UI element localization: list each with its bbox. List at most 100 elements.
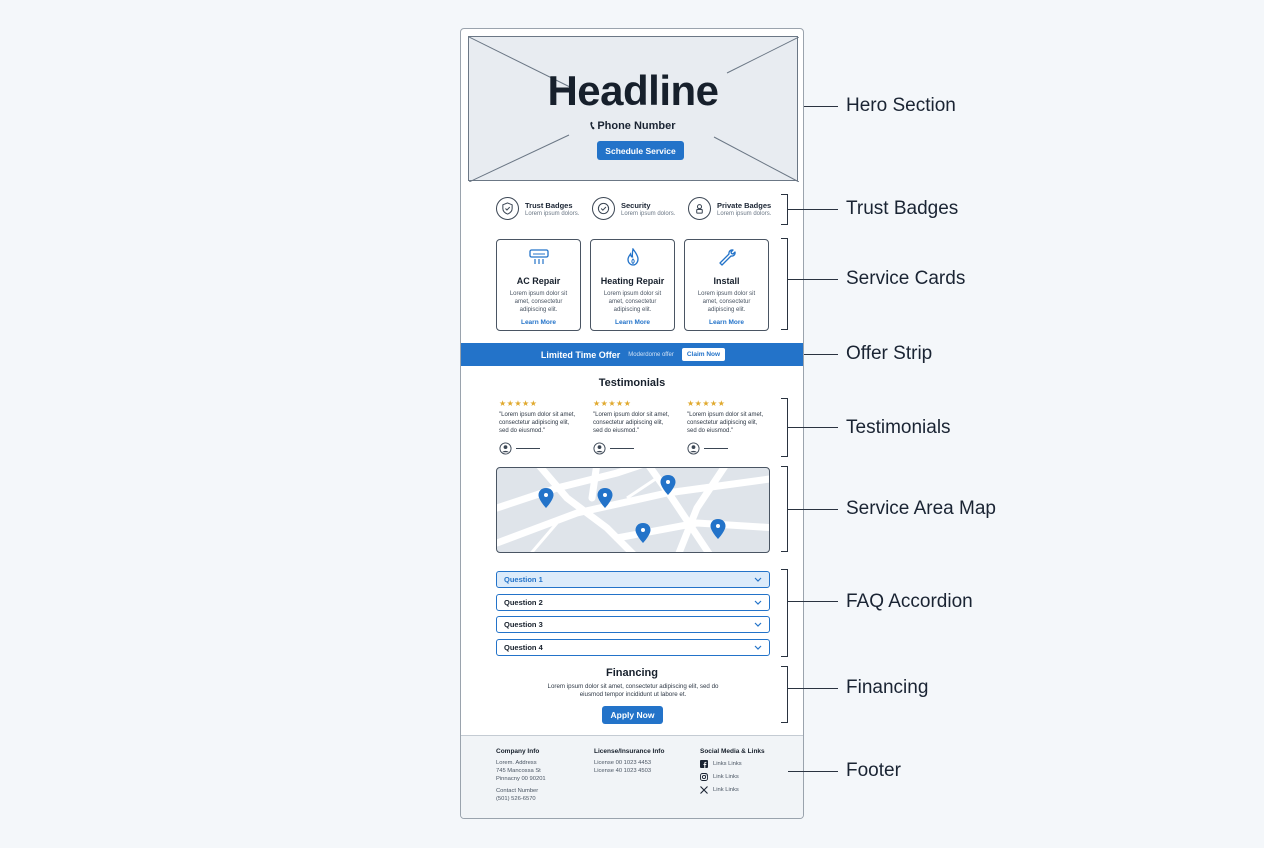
testimonial-author: [499, 442, 579, 455]
trust-badge: Trust Badges Lorem ipsum dolors.: [496, 197, 579, 220]
faq-label: Question 4: [504, 643, 543, 652]
annotation-financing: Financing: [846, 677, 929, 698]
apply-now-button[interactable]: Apply Now: [602, 706, 663, 724]
claim-now-button[interactable]: Claim Now: [681, 348, 726, 361]
hero-section: Headline 📞︎Phone Number Schedule Service: [468, 36, 799, 182]
card-title: Install: [713, 276, 740, 286]
trust-badge: Security Lorem ipsum dolors.: [592, 197, 675, 220]
location-pin-icon: [538, 475, 726, 543]
testimonial-quote: "Lorem ipsum dolor sit amet, consectetur…: [593, 412, 670, 434]
faq-label: Question 2: [504, 598, 543, 607]
badge-title: Security: [621, 200, 651, 210]
annotation-testimonials: Testimonials: [846, 417, 951, 438]
badge-subtitle: Lorem ipsum dolors.: [525, 210, 580, 217]
annotation-trust-badges: Trust Badges: [846, 198, 959, 219]
learn-more-link[interactable]: Learn More: [708, 319, 745, 327]
footer-heading: License/Insurance Info: [594, 748, 665, 755]
card-description: Lorem ipsum dolor sit amet, consectetur …: [697, 291, 756, 313]
chevron-down-icon: [754, 622, 762, 627]
faq-question-1[interactable]: Question 1: [496, 571, 770, 588]
annotation-bracket: [781, 194, 788, 225]
hero-phone[interactable]: 📞︎Phone Number: [469, 120, 797, 133]
testimonial-quote: "Lorem ipsum dolor sit amet, consectetur…: [687, 412, 764, 434]
service-card-ac-repair[interactable]: AC Repair Lorem ipsum dolor sit amet, co…: [496, 239, 581, 331]
annotation-leader: [788, 427, 838, 428]
footer-heading: Social Media & Links: [700, 748, 765, 755]
avatar-icon: [593, 442, 606, 455]
faq-question-2[interactable]: Question 2: [496, 594, 770, 611]
wrench-icon: [718, 249, 736, 266]
annotation-offer-strip: Offer Strip: [846, 343, 933, 364]
chevron-down-icon: [754, 600, 762, 605]
instagram-icon: [700, 773, 708, 781]
social-link[interactable]: Link Links: [700, 786, 765, 794]
learn-more-link[interactable]: Learn More: [614, 319, 651, 327]
service-area-map[interactable]: [496, 467, 770, 553]
annotation-service-area-map: Service Area Map: [846, 498, 996, 519]
testimonial-author: [687, 442, 767, 455]
schedule-service-button[interactable]: Schedule Service: [597, 141, 684, 160]
user-lock-icon: [688, 197, 711, 220]
card-title: Heating Repair: [600, 276, 665, 286]
badge-title: Trust Badges: [525, 200, 573, 210]
annotation-leader: [788, 688, 838, 689]
flame-icon: [626, 247, 639, 266]
testimonials-title: Testimonials: [598, 377, 666, 389]
star-rating: ★★★★★: [687, 399, 726, 408]
social-link-label: Link Links: [713, 774, 739, 780]
star-rating: ★★★★★: [499, 399, 538, 408]
facebook-icon: [700, 760, 708, 768]
social-link-label: Link Links: [713, 787, 739, 793]
faq-label: Question 1: [504, 575, 543, 584]
phone-icon: 📞︎: [590, 120, 595, 132]
chevron-down-icon: [754, 645, 762, 650]
license-numbers: License 00 1023 4453 License 40 1023 450…: [594, 760, 652, 774]
company-address: Lorem. Address 745 Mancossa St Pinnacny …: [496, 760, 546, 782]
faq-question-3[interactable]: Question 3: [496, 616, 770, 633]
offer-strip: Limited Time Offer Moderdome offer Claim…: [461, 343, 803, 366]
annotation-hero-section: Hero Section: [846, 95, 956, 116]
card-description: Lorem ipsum dolor sit amet, consectetur …: [509, 291, 568, 313]
annotation-footer: Footer: [846, 760, 901, 781]
annotation-bracket: [781, 238, 788, 330]
annotation-leader: [804, 354, 838, 355]
financing-description: Lorem ipsum dolor sit amet, consectetur …: [547, 683, 719, 699]
testimonial-card: ★★★★★ "Lorem ipsum dolor sit amet, conse…: [593, 399, 673, 455]
learn-more-link[interactable]: Learn More: [520, 319, 557, 327]
footer-heading: Company Info: [496, 748, 540, 755]
shield-icon: [496, 197, 519, 220]
author-name-placeholder: [516, 448, 540, 450]
testimonial-quote: "Lorem ipsum dolor sit amet, consectetur…: [499, 412, 576, 434]
contact-number: Contact Number (501) 526-6570: [496, 788, 539, 803]
service-card-heating-repair[interactable]: Heating Repair Lorem ipsum dolor sit ame…: [590, 239, 675, 331]
x-logo-icon: [700, 786, 708, 794]
annotation-leader: [788, 771, 838, 772]
annotation-leader: [788, 209, 838, 210]
hero-headline: Headline: [547, 67, 719, 114]
author-name-placeholder: [610, 448, 634, 450]
faq-label: Question 3: [504, 620, 543, 629]
annotation-bracket: [781, 569, 788, 657]
testimonial-author: [593, 442, 673, 455]
trust-badge: Private Badges Lorem ipsum dolors.: [688, 197, 771, 220]
financing-title: Financing: [606, 667, 658, 679]
image-placeholder: [469, 37, 799, 182]
annotation-service-cards: Service Cards: [846, 268, 966, 289]
annotation-faq-accordion: FAQ Accordion: [846, 591, 973, 612]
badge-title: Private Badges: [717, 200, 772, 210]
author-name-placeholder: [704, 448, 728, 450]
phone-label: Phone Number: [597, 120, 676, 132]
service-card-install[interactable]: Install Lorem ipsum dolor sit amet, cons…: [684, 239, 769, 331]
testimonial-card: ★★★★★ "Lorem ipsum dolor sit amet, conse…: [687, 399, 767, 455]
social-link[interactable]: Link Links: [700, 773, 765, 781]
star-rating: ★★★★★: [593, 399, 632, 408]
card-title: AC Repair: [516, 276, 561, 286]
offer-title: Limited Time Offer: [540, 349, 621, 360]
footer-company-info: Company Info Lorem. Address 745 Mancossa…: [496, 748, 546, 804]
annotation-leader: [804, 106, 838, 107]
social-link[interactable]: Links Links: [700, 760, 765, 768]
faq-question-4[interactable]: Question 4: [496, 639, 770, 656]
badge-subtitle: Lorem ipsum dolors.: [621, 210, 676, 217]
annotation-leader: [788, 601, 838, 602]
badge-subtitle: Lorem ipsum dolors.: [717, 210, 772, 217]
